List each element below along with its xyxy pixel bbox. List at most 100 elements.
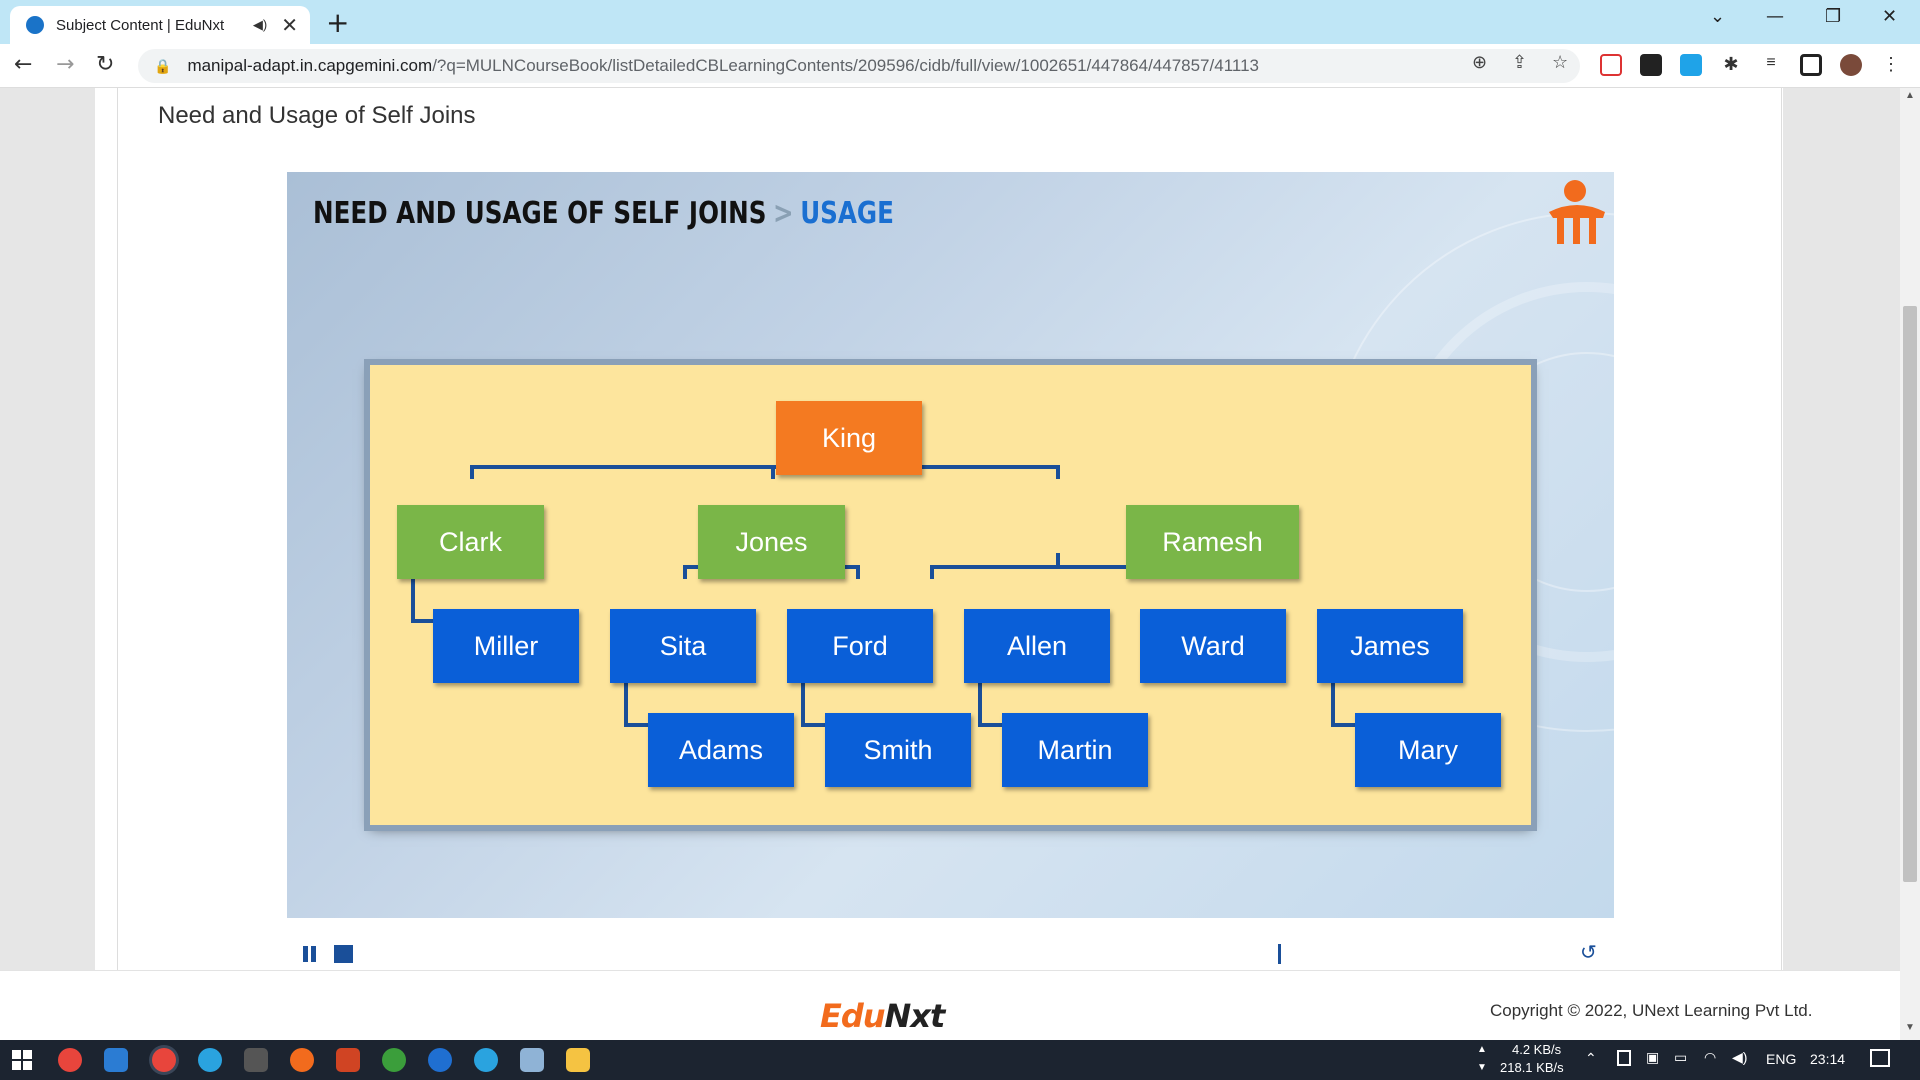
page-scrollbar[interactable]: ▲ ▼ (1900, 88, 1920, 1040)
tab-search-icon[interactable]: ⌄ (1710, 6, 1726, 27)
tablet-icon[interactable] (1617, 1050, 1631, 1066)
connector (470, 465, 1060, 469)
copyright-text: Copyright © 2022, UNext Learning Pvt Ltd… (1490, 1001, 1813, 1020)
slide-separator: > (773, 196, 794, 231)
brand-part-nxt: Nxt (884, 997, 946, 1035)
connector (856, 565, 860, 579)
scrollbar-thumb[interactable] (1903, 306, 1917, 882)
new-tab-button[interactable]: + (326, 6, 350, 39)
slide-subheading: USAGE (800, 196, 894, 231)
connector (683, 565, 687, 579)
battery-icon[interactable]: ▭ (1674, 1049, 1688, 1065)
pause-button[interactable] (303, 946, 317, 962)
stop-button[interactable] (334, 945, 353, 963)
chrome-icon[interactable] (58, 1048, 82, 1072)
file-explorer-icon[interactable] (566, 1048, 590, 1072)
manipal-logo-icon (1549, 180, 1605, 244)
wifi-icon[interactable]: ◠ (1704, 1049, 1717, 1065)
tray-down-icon[interactable]: ▼ (1477, 1062, 1487, 1073)
language-indicator[interactable]: ENG (1766, 1051, 1797, 1067)
forward-button[interactable]: → (56, 52, 75, 77)
minimize-button[interactable]: — (1766, 6, 1784, 27)
profile-avatar[interactable] (1840, 54, 1862, 76)
connector (978, 653, 982, 727)
address-bar[interactable]: 🔒 manipal-adapt.in.capgemini.com/?q=MULN… (138, 49, 1580, 83)
browser-tab-strip: Subject Content | EduNxt ◀) ✕ + ⌄ — ❐ ✕ (0, 0, 1920, 44)
audio-playing-icon[interactable]: ◀) (252, 17, 268, 32)
org-node-manager: Jones (698, 505, 845, 579)
media-controls-icon[interactable]: ≡ (1760, 54, 1782, 76)
close-window-button[interactable]: ✕ (1882, 6, 1898, 27)
s-extension-icon[interactable] (1680, 54, 1702, 76)
connector (978, 723, 1002, 727)
restore-button[interactable]: ❐ (1825, 6, 1842, 27)
slide-heading: NEED AND USAGE OF SELF JOINS (313, 196, 767, 231)
org-node-manager: Ramesh (1126, 505, 1299, 579)
app-icon[interactable] (428, 1048, 452, 1072)
bookmark-star-icon[interactable]: ☆ (1552, 52, 1569, 73)
org-node-root: King (776, 401, 922, 475)
edunxt-favicon-icon (26, 16, 44, 34)
back-button[interactable]: ← (14, 52, 33, 77)
connector (801, 723, 825, 727)
tray-up-icon[interactable]: ▲ (1477, 1044, 1487, 1055)
puzzle-extensions-icon[interactable]: ✱ (1720, 54, 1742, 76)
connector (930, 565, 1284, 569)
connector (771, 465, 775, 479)
edge-icon[interactable] (474, 1048, 498, 1072)
connector (1331, 653, 1335, 727)
photos-icon[interactable] (520, 1048, 544, 1072)
connector (624, 653, 628, 727)
net-up-speed: 4.2 KB/s (1512, 1042, 1562, 1057)
connector (930, 565, 934, 579)
pocket-extension-icon[interactable] (1600, 54, 1622, 76)
vscode-icon[interactable] (104, 1048, 128, 1072)
lock-icon[interactable]: 🔒 (154, 57, 172, 74)
site-footer: EduNxt Copyright © 2022, UNext Learning … (0, 970, 1900, 1040)
slide-title: NEED AND USAGE OF SELF JOINS>USAGE (313, 196, 894, 231)
connector (1056, 465, 1060, 479)
connector (624, 723, 648, 727)
windows-start-icon[interactable] (12, 1050, 32, 1070)
tab-title: Subject Content | EduNxt (56, 16, 225, 34)
telegram-icon[interactable] (198, 1048, 222, 1072)
volume-icon[interactable]: ◀) (1732, 1049, 1748, 1065)
scroll-up-icon[interactable]: ▲ (1905, 90, 1915, 101)
org-chart-board: King Clark Jones Ramesh Miller Sita Ford… (370, 365, 1531, 825)
url-host: manipal-adapt.in.capgemini.com (187, 56, 433, 75)
reload-button[interactable]: ↻ (96, 52, 115, 77)
org-node-employee: James (1317, 609, 1463, 683)
org-node-employee: Mary (1355, 713, 1501, 787)
app-icon[interactable] (382, 1048, 406, 1072)
browser-toolbar: ← → ↻ 🔒 manipal-adapt.in.capgemini.com/?… (0, 44, 1920, 88)
close-tab-icon[interactable]: ✕ (281, 14, 298, 37)
app-icon[interactable] (244, 1048, 268, 1072)
connector (801, 653, 805, 727)
connector (1056, 553, 1060, 569)
net-down-speed: 218.1 KB/s (1500, 1060, 1564, 1075)
connector (411, 553, 415, 623)
clock[interactable]: 23:14 (1810, 1051, 1846, 1067)
browser-tab[interactable]: Subject Content | EduNxt ◀) ✕ (10, 6, 310, 44)
progress-marker[interactable] (1278, 944, 1281, 964)
side-panel-icon[interactable] (1800, 54, 1822, 76)
zoom-icon[interactable]: ⊕ (1472, 52, 1488, 73)
org-node-manager: Clark (397, 505, 544, 579)
edunxt-logo: EduNxt (820, 997, 946, 1035)
menu-dots-icon[interactable]: ⋮ (1880, 54, 1902, 76)
meet-icon[interactable]: ▣ (1646, 1049, 1660, 1065)
show-hidden-icons[interactable]: ⌃ (1585, 1050, 1597, 1066)
org-node-employee: Ward (1140, 609, 1286, 683)
powerpoint-icon[interactable] (336, 1048, 360, 1072)
connector (411, 619, 433, 623)
replay-icon[interactable]: ↺ (1580, 940, 1597, 964)
chrome-active-icon[interactable] (152, 1048, 176, 1072)
scroll-down-icon[interactable]: ▼ (1905, 1022, 1915, 1033)
extension-icon[interactable] (1640, 54, 1662, 76)
notifications-icon[interactable] (1870, 1049, 1890, 1067)
share-icon[interactable]: ⇪ (1512, 52, 1528, 73)
org-node-employee: Miller (433, 609, 579, 683)
app-icon[interactable] (290, 1048, 314, 1072)
org-node-employee: Sita (610, 609, 756, 683)
org-node-employee: Smith (825, 713, 971, 787)
